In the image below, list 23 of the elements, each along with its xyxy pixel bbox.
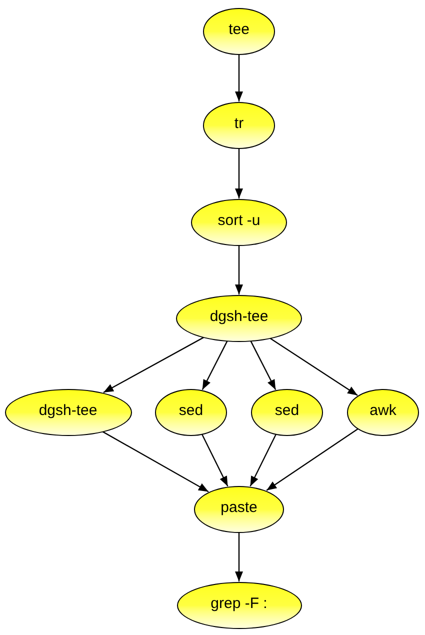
node-label: sed — [274, 402, 300, 418]
node-label: tr — [234, 116, 244, 130]
arrow — [235, 148, 243, 198]
node-label: dgsh-tee — [210, 308, 268, 324]
node-label: sed — [178, 402, 204, 418]
arrow — [235, 532, 243, 582]
node-label: paste — [220, 500, 258, 514]
arrow — [270, 338, 358, 396]
node-label: grep -F : — [210, 596, 268, 610]
node-label: awk — [370, 402, 396, 418]
node-label: sort -u — [218, 212, 260, 228]
node-label: tee — [228, 22, 250, 36]
arrow — [202, 340, 228, 390]
process-ellipse — [347, 388, 419, 436]
arrow — [102, 431, 209, 492]
node-label: dgsh-tee — [38, 402, 98, 418]
arrow — [103, 336, 204, 394]
arrow — [250, 434, 276, 487]
arrow — [235, 54, 243, 102]
arrow — [202, 434, 228, 487]
arrow — [235, 246, 243, 294]
arrow — [266, 428, 358, 491]
arrow — [250, 340, 276, 390]
